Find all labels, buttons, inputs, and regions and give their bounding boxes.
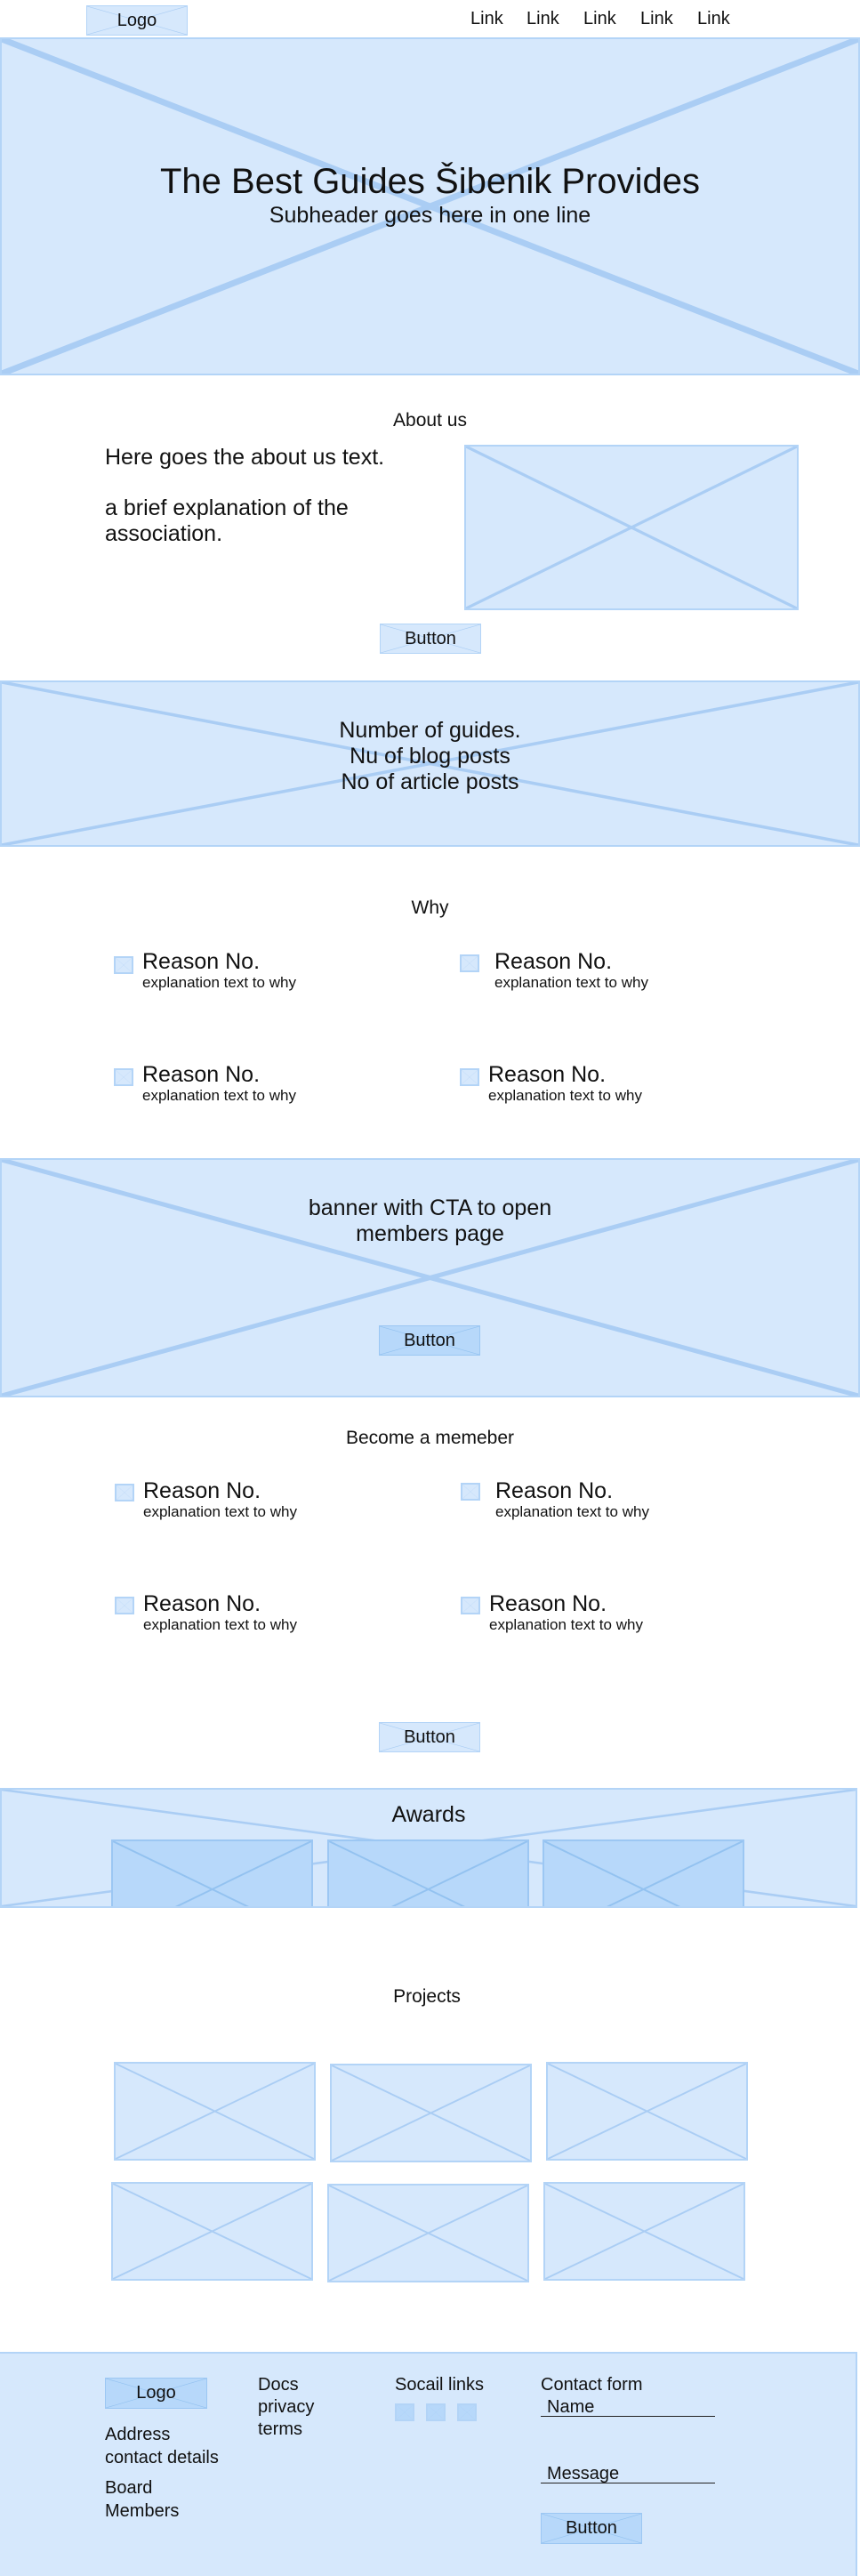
- reason-text: explanation text to why: [494, 974, 648, 991]
- nav-link-5[interactable]: Link: [697, 9, 730, 28]
- reason-title: Reason No.: [142, 1062, 261, 1087]
- reason-icon: [461, 1483, 480, 1501]
- name-input-underline: [541, 2416, 715, 2417]
- reason-icon: [115, 1597, 134, 1614]
- reason-title: Reason No.: [142, 949, 261, 974]
- project-image-2: [330, 2064, 532, 2162]
- projects-title: Projects: [393, 1986, 461, 2007]
- award-image-2: [327, 1839, 529, 1906]
- reason-icon: [460, 954, 479, 972]
- footer-logo-label: Logo: [136, 2383, 176, 2403]
- footer-board: Board: [105, 2478, 153, 2498]
- nav-link-4[interactable]: Link: [640, 9, 673, 28]
- message-input[interactable]: Message: [547, 2464, 620, 2483]
- reason-text: explanation text to why: [489, 1616, 643, 1633]
- social-icon-2[interactable]: [426, 2403, 446, 2421]
- cta-text-line2: members page: [356, 1221, 504, 1246]
- hero-title: The Best Guides Šibenik Provides: [160, 162, 700, 201]
- stats-guides: Number of guides.: [339, 718, 521, 743]
- contact-submit-label: Button: [566, 2518, 617, 2538]
- nav-link-2[interactable]: Link: [526, 9, 559, 28]
- footer-address: Address: [105, 2425, 171, 2444]
- logo-label: Logo: [117, 10, 157, 30]
- nav-link-3[interactable]: Link: [583, 9, 616, 28]
- footer-contact-details: contact details: [105, 2448, 219, 2467]
- stats-article-posts: No of article posts: [341, 769, 519, 794]
- project-image-6: [543, 2182, 745, 2281]
- reason-title: Reason No.: [494, 949, 613, 974]
- footer-logo[interactable]: Logo: [105, 2378, 207, 2409]
- awards-title: Awards: [391, 1802, 466, 1827]
- cta-text-line1: banner with CTA to open: [308, 1195, 552, 1220]
- footer: Logo Address contact details Board Membe…: [0, 2352, 857, 2576]
- social-icon-1[interactable]: [395, 2403, 414, 2421]
- reason-text: explanation text to why: [142, 974, 296, 991]
- stats-blog-posts: Nu of blog posts: [350, 744, 510, 769]
- reason-icon: [460, 1068, 479, 1086]
- hero-banner: The Best Guides Šibenik Provides Subhead…: [0, 37, 860, 375]
- reason-text: explanation text to why: [143, 1503, 297, 1520]
- project-image-1: [114, 2062, 316, 2161]
- stats-banner: Number of guides. Nu of blog posts No of…: [0, 680, 860, 847]
- header-logo[interactable]: Logo: [86, 5, 188, 36]
- award-image-3: [543, 1839, 744, 1906]
- reason-text: explanation text to why: [495, 1503, 649, 1520]
- project-image-5: [327, 2184, 529, 2282]
- reason-icon: [114, 956, 133, 974]
- become-member-title: Become a memeber: [345, 1428, 515, 1448]
- reason-title: Reason No.: [143, 1591, 261, 1616]
- social-icon-3[interactable]: [457, 2403, 477, 2421]
- cta-button-label: Button: [404, 1330, 455, 1350]
- footer-link-terms[interactable]: terms: [258, 2419, 302, 2439]
- contact-form-title: Contact form: [541, 2375, 643, 2395]
- why-title: Why: [411, 898, 449, 918]
- reason-title: Reason No.: [489, 1591, 607, 1616]
- placeholder-cross-icon: [466, 447, 797, 608]
- nav-link-1[interactable]: Link: [470, 9, 503, 28]
- about-text-line1: Here goes the about us text.: [105, 445, 385, 470]
- cta-button[interactable]: Button: [379, 1325, 480, 1356]
- about-image: [464, 445, 799, 610]
- about-title: About us: [393, 410, 467, 431]
- hero-subtitle: Subheader goes here in one line: [269, 203, 591, 228]
- become-member-button-label: Button: [404, 1727, 455, 1747]
- reason-text: explanation text to why: [143, 1616, 297, 1633]
- reason-title: Reason No.: [488, 1062, 607, 1087]
- project-image-4: [111, 2182, 313, 2281]
- reason-title: Reason No.: [143, 1478, 261, 1503]
- about-button-label: Button: [405, 628, 456, 648]
- reason-text: explanation text to why: [488, 1087, 642, 1104]
- awards-section: Awards: [0, 1788, 857, 1908]
- project-image-3: [546, 2062, 748, 2161]
- reason-icon: [114, 1068, 133, 1086]
- footer-link-docs[interactable]: Docs: [258, 2375, 299, 2395]
- footer-link-privacy[interactable]: privacy: [258, 2397, 315, 2417]
- reason-icon: [461, 1597, 480, 1614]
- reason-text: explanation text to why: [142, 1087, 296, 1104]
- award-image-1: [111, 1839, 313, 1906]
- become-member-button[interactable]: Button: [379, 1722, 480, 1752]
- about-text-line3: association.: [105, 521, 223, 546]
- name-input[interactable]: Name: [547, 2397, 595, 2417]
- reason-icon: [115, 1484, 134, 1501]
- cta-banner: banner with CTA to open members page But…: [0, 1158, 860, 1397]
- about-text-line2: a brief explanation of the: [105, 495, 349, 520]
- about-button[interactable]: Button: [380, 624, 481, 654]
- social-links-title: Socail links: [395, 2375, 485, 2395]
- reason-title: Reason No.: [495, 1478, 614, 1503]
- contact-submit-button[interactable]: Button: [541, 2513, 642, 2544]
- footer-members: Members: [105, 2501, 180, 2521]
